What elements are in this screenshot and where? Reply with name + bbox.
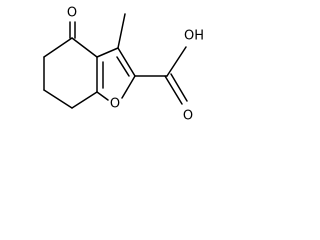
bond-c7-c7a	[71, 91, 98, 109]
bond-o1-c7a	[96, 91, 109, 101]
bond-c4-c5	[43, 37, 73, 58]
bond-c6-c7	[43, 89, 73, 109]
bond-c3a-c3	[96, 47, 119, 58]
cyclohexanone-ring	[43, 37, 104, 109]
hydroxyl-label: OH	[184, 29, 204, 44]
bond-cooh-oh	[166, 46, 187, 77]
bond-cooh-o-1	[164, 75, 183, 105]
furan-ring: O	[96, 47, 136, 112]
bond-c3-c2-inner	[116, 56, 130, 77]
bond-c4-c3a	[71, 37, 98, 58]
ring-oxygen-label: O	[110, 97, 120, 112]
methyl-group	[117, 13, 126, 49]
bond-cooh-o-2	[170, 73, 188, 102]
bond-c2-o1	[121, 75, 136, 99]
structural-formula: O O OH O	[43, 6, 204, 124]
bond-c3-methyl	[117, 13, 126, 49]
ketone-group: O	[67, 6, 77, 39]
ketone-oxygen-label: O	[67, 6, 77, 21]
bond-c3-c2	[117, 47, 136, 77]
carboxylic-acid-group: OH O	[134, 29, 204, 124]
carbonyl-oxygen-label: O	[183, 109, 193, 124]
